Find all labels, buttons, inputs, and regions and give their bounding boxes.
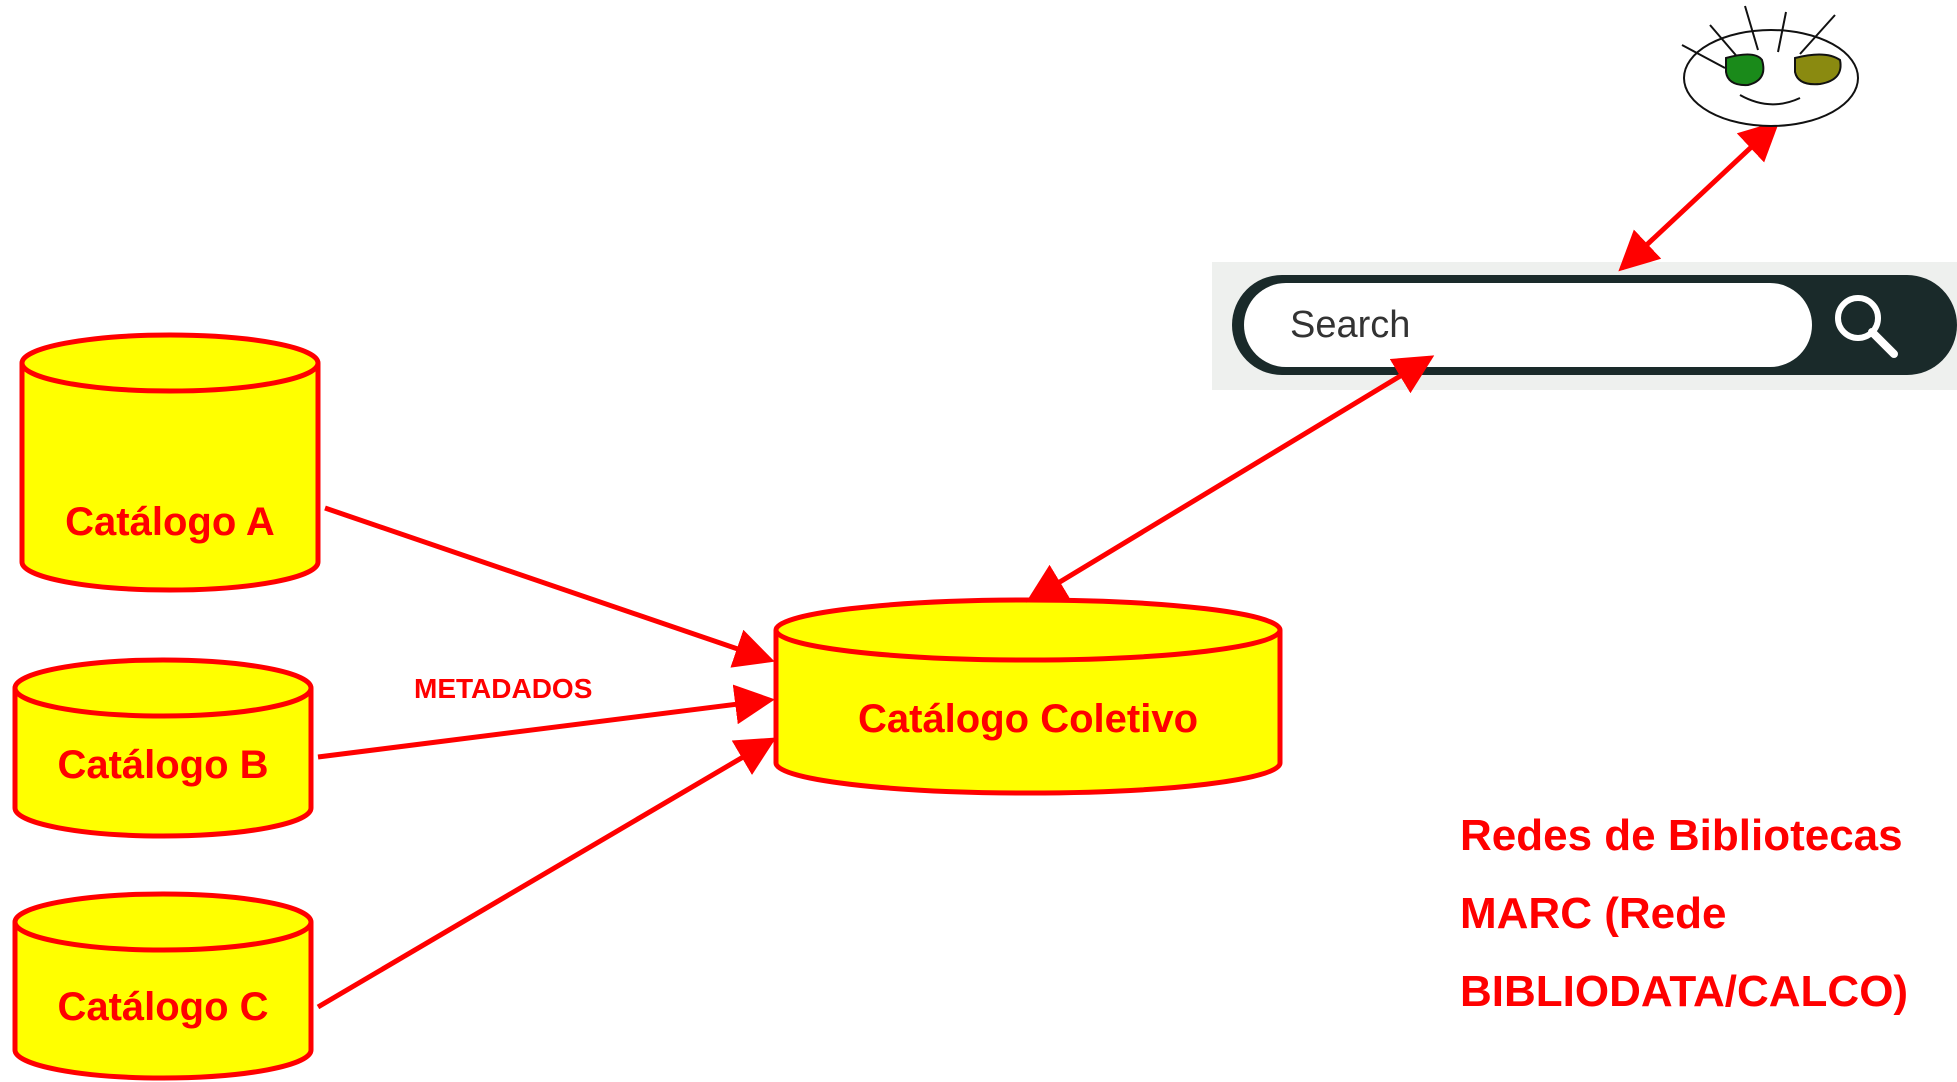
mouth — [1739, 94, 1801, 106]
database-catalog-b: Catálogo B — [12, 657, 314, 839]
caption-line-1: Redes de Bibliotecas — [1460, 811, 1903, 860]
arrow-catalog-a-to-collective — [324, 505, 775, 668]
right-eye — [1794, 53, 1842, 86]
left-eye — [1725, 53, 1765, 87]
catalog-a-label: Catálogo A — [65, 500, 275, 544]
user-face-icon — [1681, 5, 1859, 127]
caption-line-2: MARC (Rede — [1460, 889, 1726, 938]
arrow-user-to-search — [1618, 120, 1780, 272]
search-bar: Search — [1212, 262, 1957, 390]
catalog-c-label: Catálogo C — [57, 985, 268, 1029]
search-placeholder: Search — [1290, 304, 1410, 346]
arrow-catalog-b-to-collective — [317, 684, 775, 760]
catalog-b-label: Catálogo B — [57, 743, 268, 787]
magnifier-icon[interactable] — [1835, 295, 1898, 358]
search-input[interactable] — [1244, 283, 1812, 367]
caption: Redes de Bibliotecas MARC (Rede BIBLIODA… — [1460, 811, 1908, 1016]
caption-line-3: BIBLIODATA/CALCO) — [1460, 967, 1908, 1016]
database-collective-catalog: Catálogo Coletivo — [773, 597, 1283, 796]
metadados-label: METADADOS — [414, 673, 592, 704]
database-catalog-a: Catálogo A — [19, 332, 321, 593]
arrow-catalog-c-to-collective — [316, 737, 777, 1010]
collective-catalog-label: Catálogo Coletivo — [858, 697, 1198, 741]
arrow-search-to-collective — [1025, 355, 1435, 603]
database-catalog-c: Catálogo C — [12, 891, 314, 1081]
